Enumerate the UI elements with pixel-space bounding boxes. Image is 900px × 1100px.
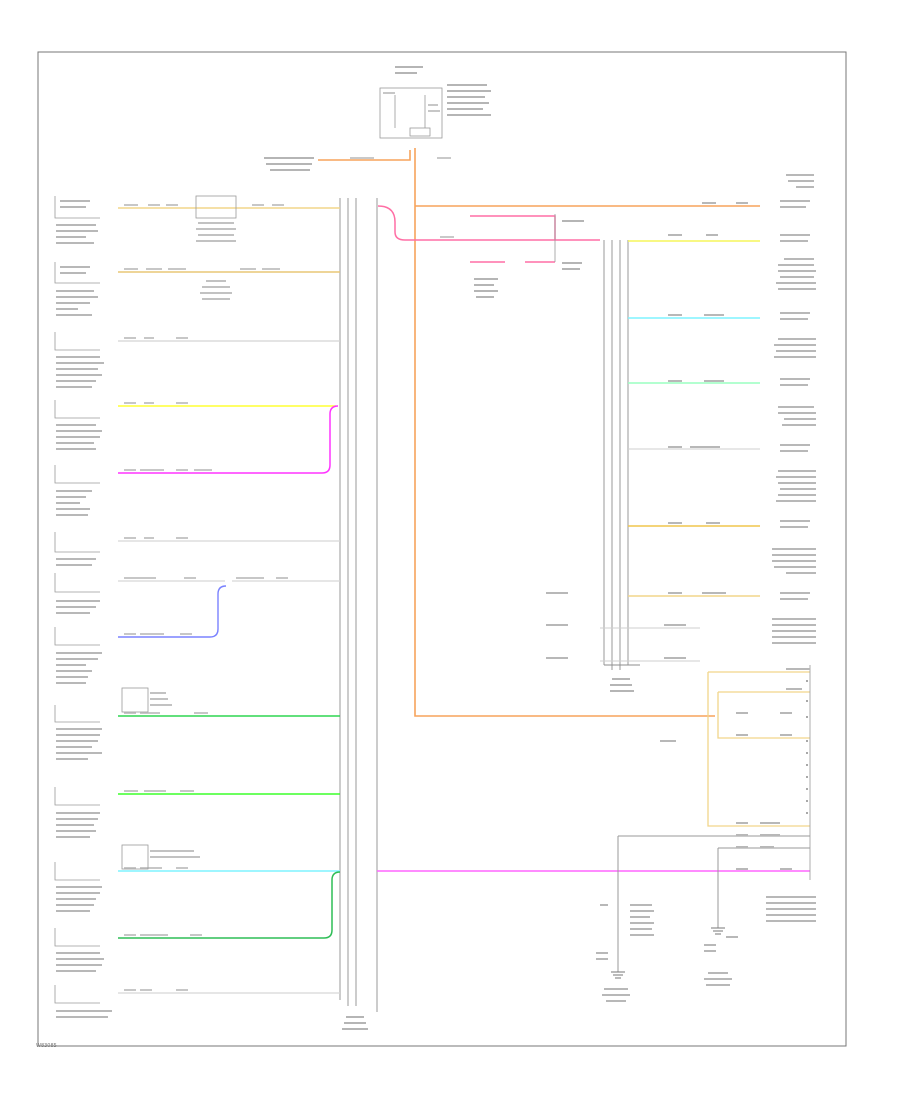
wire-orange-main <box>318 148 760 717</box>
splice-pack-center-label <box>342 1016 368 1030</box>
splice-label-top-left <box>264 157 451 171</box>
diagram-id: W83085 <box>36 1043 57 1049</box>
text-labels-wires-left <box>124 204 288 991</box>
wire-gray-right-2 <box>600 627 700 662</box>
wire-magenta-row5 <box>118 405 339 474</box>
text-labels-left <box>56 200 112 1018</box>
splice-pack-right-label <box>610 678 634 692</box>
wire-green-row12 <box>118 871 341 939</box>
inline-connectors-left <box>121 195 237 870</box>
wire-tan-bottom-right <box>707 671 810 827</box>
text-labels-right <box>546 174 816 1002</box>
left-modules <box>54 196 100 1004</box>
ground-symbols <box>611 927 725 979</box>
connector-pins-right <box>806 680 808 814</box>
splice-pack-right <box>603 240 640 670</box>
diagram-frame <box>37 51 847 1047</box>
relay-pink <box>440 214 584 298</box>
splice-pack-center <box>339 198 378 1012</box>
wire-pink-branch <box>377 205 600 263</box>
fuse-block-top <box>379 66 491 139</box>
wire-blue-row8 <box>118 585 227 638</box>
